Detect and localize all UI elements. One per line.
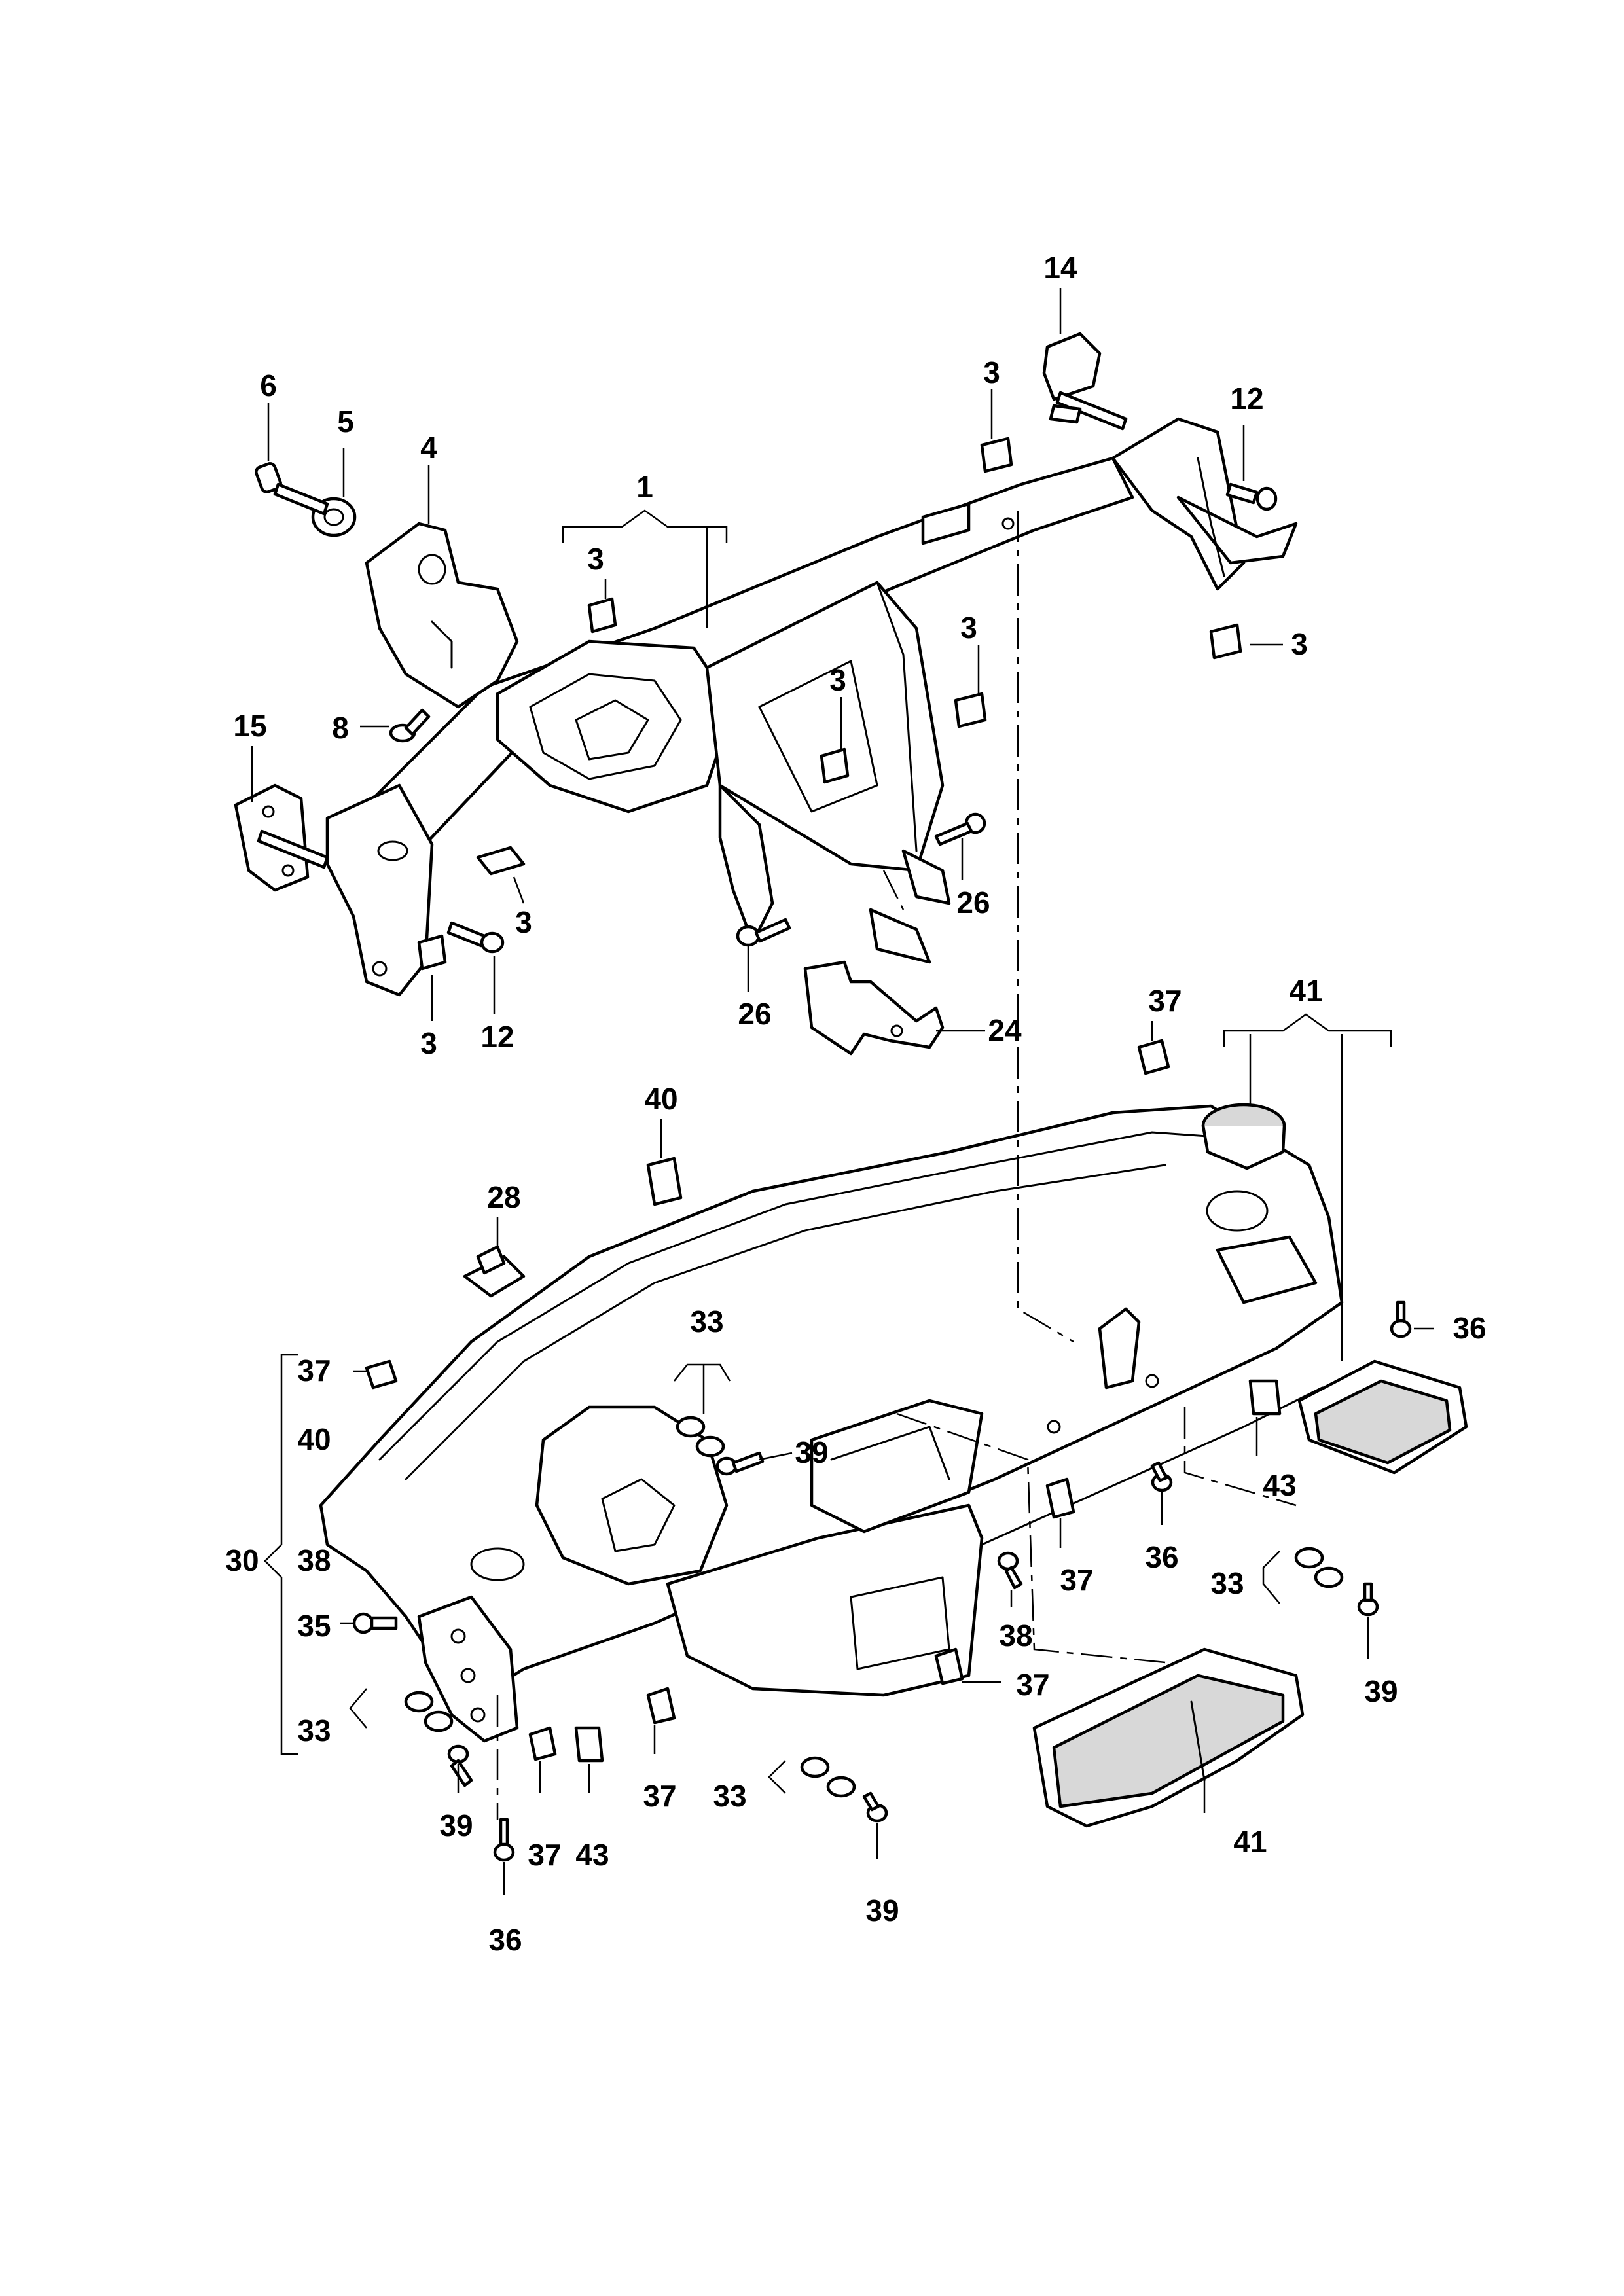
callout-39: 39 [1364, 1674, 1398, 1708]
callout-40: 40 [644, 1082, 677, 1116]
screw-8 [389, 708, 431, 743]
callout-36: 36 [1453, 1311, 1486, 1345]
bolt-26-right [934, 812, 986, 846]
callout-12: 12 [1230, 382, 1263, 416]
clip-28 [463, 1245, 526, 1298]
callout-37: 37 [643, 1779, 676, 1813]
callout-39: 39 [439, 1808, 473, 1842]
callout-3: 3 [829, 663, 846, 697]
clip-43-group [574, 1379, 1282, 1763]
callout-3: 3 [587, 542, 604, 576]
clip-40 [646, 1157, 683, 1206]
bolt-12-right [1225, 482, 1278, 511]
callout-41: 41 [1233, 1825, 1267, 1859]
dashboard-carrier [319, 1104, 1344, 1743]
bolt-6 [255, 462, 329, 516]
screw-group [352, 1300, 1412, 1862]
callout-38: 38 [297, 1543, 331, 1577]
callout-39: 39 [865, 1893, 899, 1928]
side-bracket-14 [1042, 332, 1128, 431]
callout-14: 14 [1043, 251, 1077, 285]
callout-43: 43 [575, 1838, 609, 1872]
washer-33-group [404, 1416, 1344, 1798]
callout-3: 3 [515, 905, 532, 939]
callout-8: 8 [332, 711, 349, 745]
alignment-lines [496, 511, 1297, 1820]
callout-35: 35 [297, 1609, 331, 1643]
callout-labels: 14 6 5 3 12 4 1 3 3 3 3 8 15 26 3 24 3 1… [225, 251, 1486, 1957]
callout-28: 28 [487, 1180, 520, 1214]
callout-37: 37 [1016, 1668, 1049, 1702]
air-vent-41-top [1201, 1103, 1286, 1170]
air-vent-41-right [1297, 1359, 1468, 1475]
callout-36: 36 [1145, 1540, 1178, 1574]
callout-3: 3 [1291, 627, 1308, 661]
cross-car-beam [325, 417, 1298, 997]
bolt-12-left [446, 921, 505, 954]
callout-26: 26 [738, 997, 771, 1031]
air-vent-41-bottom [1032, 1647, 1305, 1828]
callout-1: 1 [636, 470, 653, 504]
callout-33: 33 [713, 1779, 746, 1813]
bracket-24 [803, 908, 945, 1056]
callout-37: 37 [1148, 984, 1182, 1018]
callout-36: 36 [488, 1923, 522, 1957]
callout-5: 5 [337, 404, 354, 439]
callout-12: 12 [480, 1020, 514, 1054]
callout-3: 3 [983, 355, 1000, 389]
callout-4: 4 [420, 431, 437, 465]
clip-37-group [365, 1039, 1170, 1761]
clip-nut-3-group [417, 437, 1242, 971]
callout-37: 37 [528, 1838, 561, 1872]
callout-15: 15 [233, 709, 266, 743]
callout-26: 26 [956, 886, 990, 920]
callout-33: 33 [297, 1713, 331, 1748]
callout-3: 3 [420, 1026, 437, 1060]
leader-lines [251, 288, 1434, 1895]
callout-40: 40 [297, 1422, 331, 1456]
bolt-26-left [736, 918, 791, 947]
callout-43: 43 [1263, 1468, 1296, 1502]
callout-3: 3 [960, 611, 977, 645]
callout-24: 24 [988, 1013, 1022, 1047]
callout-33: 33 [1210, 1566, 1244, 1600]
callout-37: 37 [1060, 1563, 1093, 1597]
mounting-plate-4 [365, 522, 519, 709]
callout-38: 38 [999, 1619, 1032, 1653]
side-bracket-15 [234, 783, 329, 892]
callout-30: 30 [225, 1543, 259, 1577]
callout-33: 33 [690, 1304, 723, 1338]
callout-6: 6 [260, 368, 277, 403]
callout-39: 39 [795, 1435, 828, 1469]
callout-41: 41 [1289, 974, 1322, 1008]
callout-37: 37 [297, 1354, 331, 1388]
